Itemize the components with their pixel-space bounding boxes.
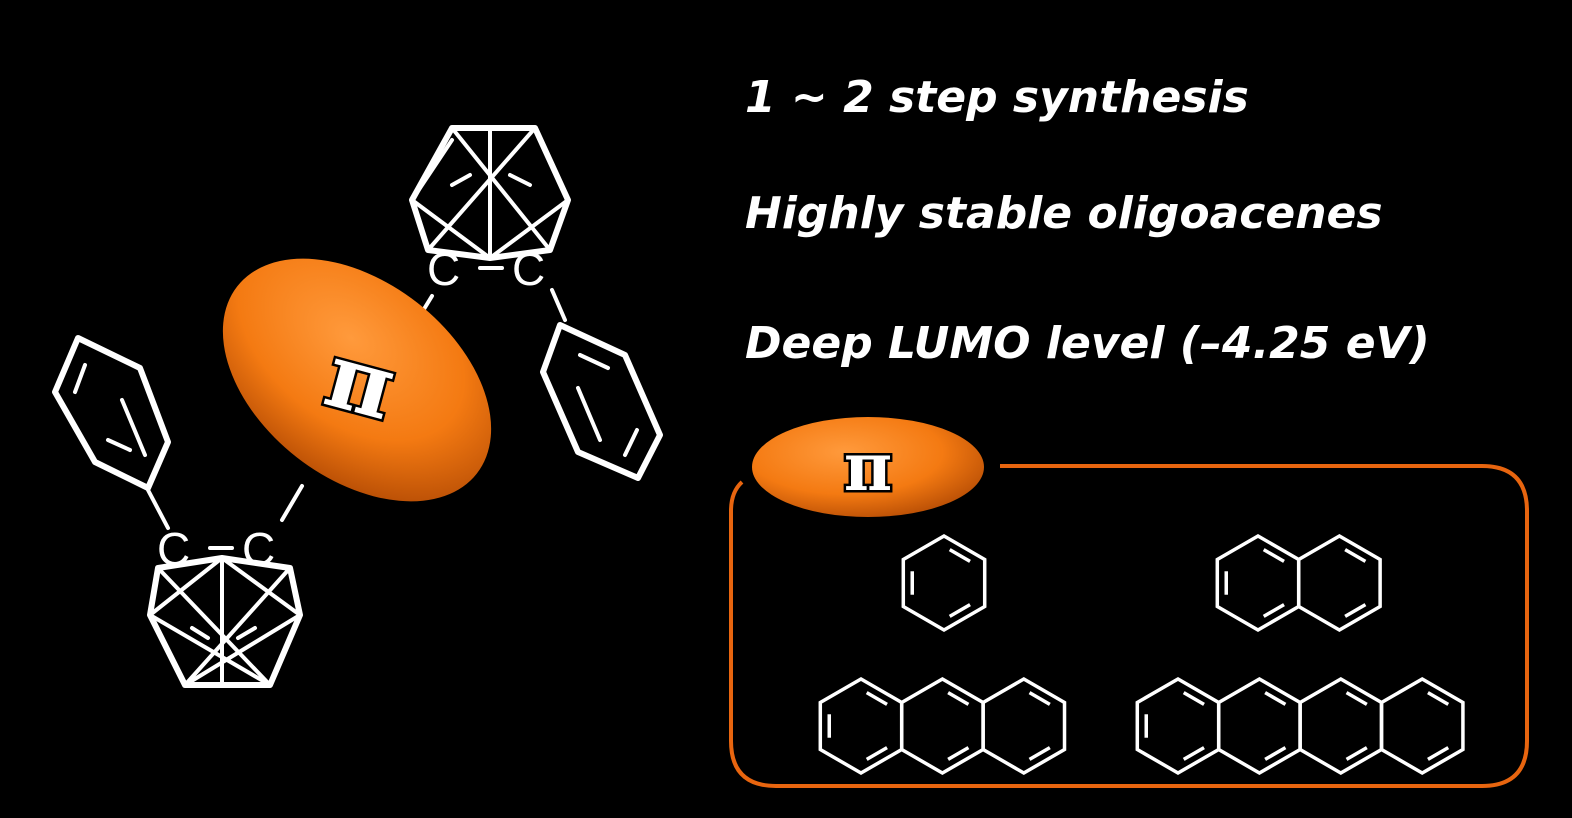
pi-core-ellipse: π [222, 258, 492, 502]
carborane-cage-top [409, 125, 571, 261]
carbon-label: C [512, 243, 545, 295]
feature-lumo: Deep LUMO level (–4.25 eV) [745, 318, 1430, 369]
carborane-cage-bottom [147, 555, 303, 688]
phenyl-ring-left [52, 335, 171, 491]
feature-synthesis: 1 ~ 2 step synthesis [745, 72, 1249, 123]
phenyl-ring-right [540, 322, 663, 481]
pi-label-ellipse: π [752, 417, 984, 517]
carbon-label: C [242, 523, 275, 575]
benzene-structure [901, 533, 987, 633]
feature-stability: Highly stable oligoacenes [745, 188, 1383, 239]
anthracene-structure [818, 676, 1067, 776]
tetracene-structure [1135, 676, 1465, 776]
naphthalene-structure [1215, 533, 1382, 633]
acene-frame [729, 464, 1529, 788]
carbon-label: C [157, 523, 190, 575]
pi-symbol: π [844, 428, 892, 506]
carbon-label: C [427, 243, 460, 295]
